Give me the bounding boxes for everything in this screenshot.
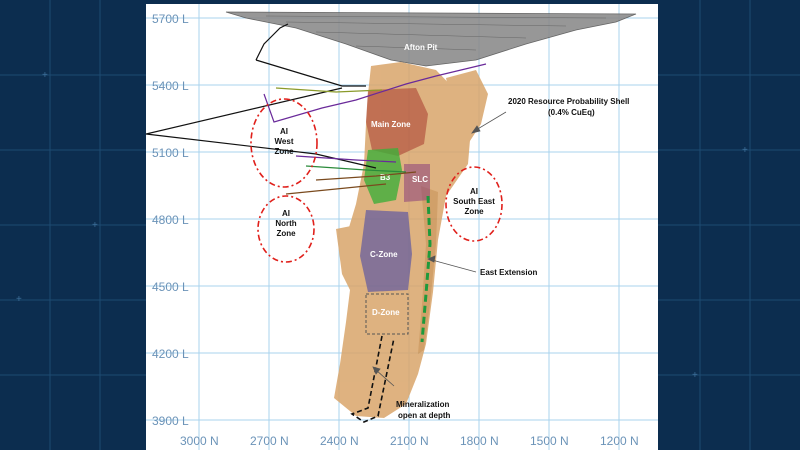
northing-label: 3000 N [180,434,219,448]
northing-label: 2700 N [250,434,289,448]
northing-label: 2100 N [390,434,429,448]
main-zone-label: Main Zone [371,120,411,129]
ai-west-label-line1: AI [280,127,288,136]
long-section-diagram: 5700 L 5400 L 5100 L 4800 L 4500 L 4200 … [146,4,658,450]
shell-label-line2: (0.4% CuEq) [548,108,595,117]
svg-text:+: + [16,294,22,305]
svg-text:+: + [92,220,98,231]
ai-south-east-label-line2: South East [453,197,495,206]
ai-south-east-label-line3: Zone [464,207,484,216]
svg-text:+: + [692,370,698,381]
mineralization-label-line1: Mineralization [396,400,449,409]
elevation-label: 5700 L [152,12,189,26]
northing-label: 2400 N [320,434,359,448]
elevation-label: 4800 L [152,213,189,227]
east-extension-label: East Extension [480,268,537,277]
slc-zone-label: SLC [412,175,428,184]
elevation-label: 5400 L [152,79,189,93]
northing-label: 1200 N [600,434,639,448]
mineralization-label-line2: open at depth [398,411,451,420]
svg-text:+: + [42,70,48,81]
long-section-panel: 5700 L 5400 L 5100 L 4800 L 4500 L 4200 … [146,4,658,450]
c-zone-label: C-Zone [370,250,398,259]
ai-west-label-line3: Zone [274,147,294,156]
ai-north-label-line2: North [275,219,296,228]
ai-north-label-line3: Zone [276,229,296,238]
d-zone-label: D-Zone [372,308,400,317]
northing-label: 1800 N [460,434,499,448]
afton-pit-shape [226,12,636,66]
elevation-label: 4200 L [152,347,189,361]
afton-pit-label: Afton Pit [404,43,438,52]
elevation-label: 4500 L [152,280,189,294]
svg-text:+: + [742,145,748,156]
ai-west-label-line2: West [275,137,294,146]
northing-label: 1500 N [530,434,569,448]
elevation-label: 5100 L [152,146,189,160]
elevation-label: 3900 L [152,414,189,428]
ai-south-east-label-line1: AI [470,187,478,196]
shell-label-line1: 2020 Resource Probability Shell [508,97,629,106]
ai-north-label-line1: AI [282,209,290,218]
